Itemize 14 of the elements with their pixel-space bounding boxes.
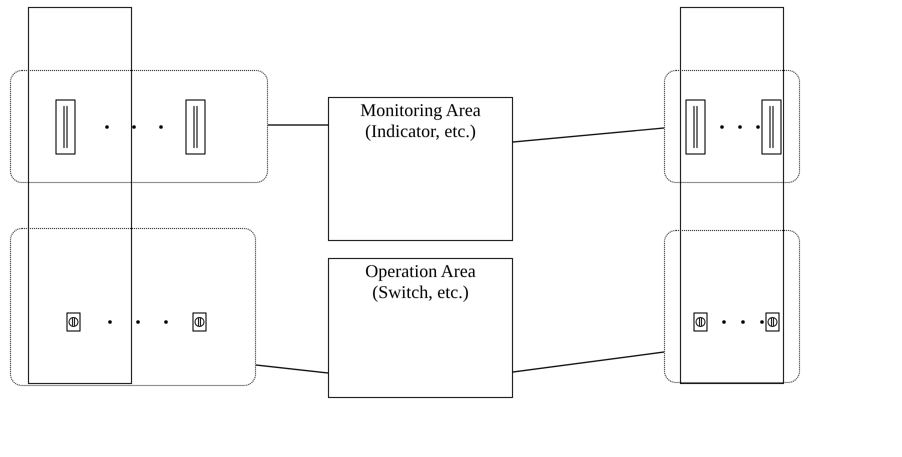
label-box: [328, 97, 513, 241]
monitoring-zone-outline: [664, 70, 800, 183]
box-label: Operation Area (Switch, etc.): [364, 260, 477, 303]
leader-line: [512, 351, 664, 373]
monitoring-zone-outline: [10, 70, 268, 183]
panel-outline: [680, 7, 784, 384]
box-label: Monitoring Area (Indicator, etc.): [359, 99, 482, 142]
operation-zone-outline: [10, 228, 256, 386]
panel-outline: [28, 7, 132, 384]
leader-line: [256, 364, 328, 374]
leader-line: [512, 127, 664, 143]
operation-zone-outline: [664, 230, 800, 383]
label-box: [328, 258, 513, 398]
leader-line: [268, 124, 328, 126]
